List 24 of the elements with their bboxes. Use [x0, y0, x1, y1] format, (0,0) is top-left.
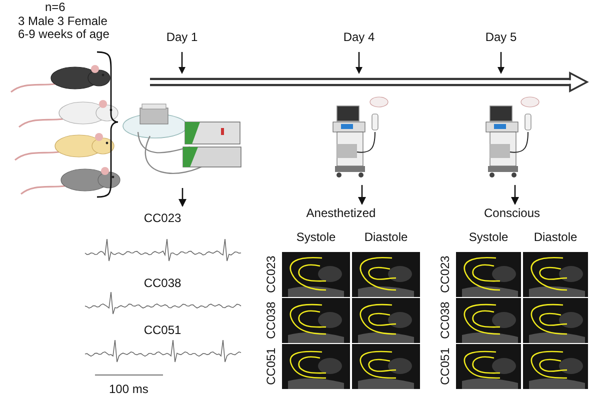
row-label: CC038	[264, 300, 278, 342]
day-label: Day 4	[342, 30, 376, 44]
day-label: Day 5	[484, 30, 518, 44]
row-label: CC051	[438, 346, 452, 388]
row-label: CC038	[438, 300, 452, 342]
row-label: CC023	[264, 254, 278, 296]
arrow	[358, 185, 366, 205]
column-heading: Diastole	[532, 230, 578, 244]
condition-heading: Anesthetized	[305, 206, 377, 220]
sample-size-label: n=6	[45, 0, 66, 14]
arrow	[178, 188, 186, 207]
day-label: Day 1	[165, 30, 199, 44]
row-label: CC051	[264, 346, 278, 388]
column-heading: Diastole	[363, 230, 409, 244]
column-heading: Systole	[468, 230, 510, 244]
cohort-description: 3 Male 3 Female 6-9 weeks of age	[18, 15, 110, 41]
trace-label: CC051	[142, 323, 182, 337]
condition-heading: Conscious	[482, 206, 542, 220]
column-heading: Systole	[295, 230, 337, 244]
row-label: CC023	[438, 254, 452, 296]
scale-label: 100 ms	[109, 382, 148, 396]
arrow	[511, 185, 519, 205]
trace-label: CC023	[142, 211, 182, 225]
trace-label: CC038	[142, 276, 182, 290]
